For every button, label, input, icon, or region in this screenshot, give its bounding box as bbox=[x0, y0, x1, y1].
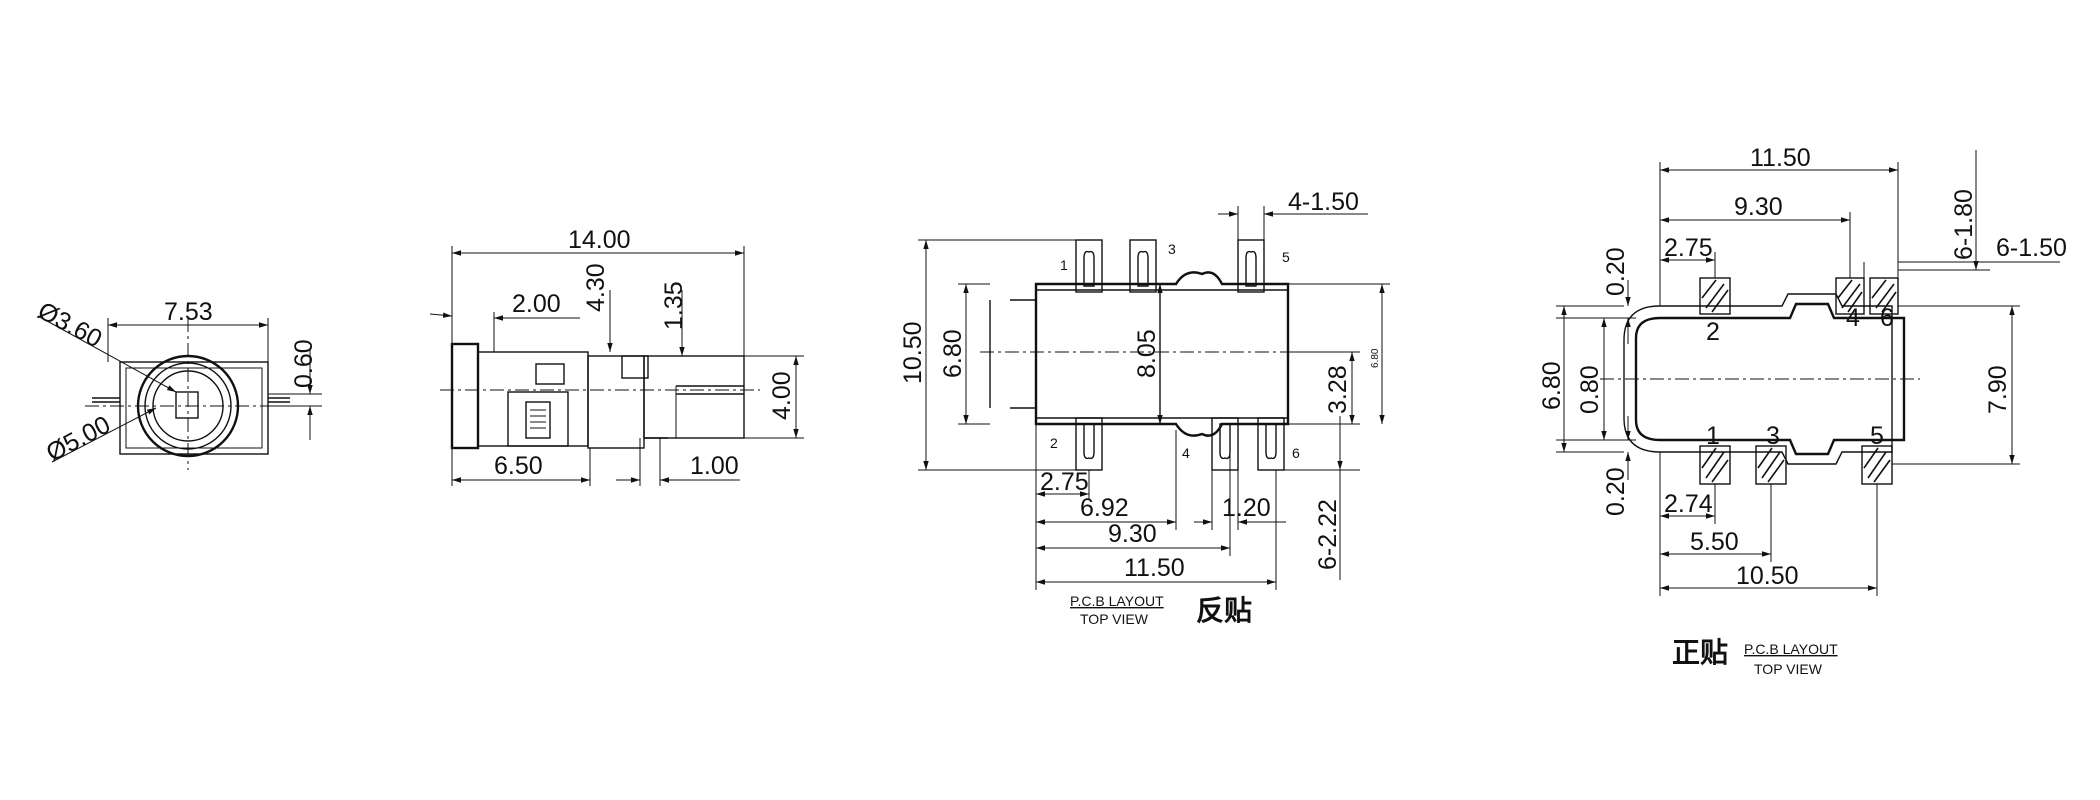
pcb-normal-pads bbox=[1699, 277, 1899, 485]
pin-5-label: 5 bbox=[1282, 249, 1290, 265]
dim-2-75: 2.75 bbox=[1664, 234, 1713, 262]
pad-6 bbox=[1257, 417, 1285, 471]
dim-5-50: 5.50 bbox=[1690, 528, 1739, 556]
pcb-normal-pin-numbers: 2 4 6 1 3 5 bbox=[1706, 304, 1894, 450]
dim-10-50: 10.50 bbox=[1736, 562, 1799, 590]
pin-2-label: 2 bbox=[1706, 318, 1720, 346]
pin-4-label: 4 bbox=[1182, 445, 1190, 461]
dim-3-28: 3.28 bbox=[1324, 365, 1352, 414]
pad-5 bbox=[1861, 445, 1893, 485]
dim-11-50: 11.50 bbox=[1750, 144, 1811, 172]
pin-3-label: 3 bbox=[1168, 241, 1176, 257]
dim-width: 7.53 bbox=[164, 298, 213, 326]
normal-mount-label: 正贴 bbox=[1672, 637, 1728, 668]
dim-offset: 0.60 bbox=[290, 339, 318, 388]
pad-2 bbox=[1699, 277, 1731, 315]
pcb-normal-outline bbox=[1600, 293, 1920, 465]
dim-dia-inner: Ø3.60 bbox=[33, 297, 106, 354]
side-view-outline bbox=[440, 342, 760, 450]
dim-length: 14.00 bbox=[568, 226, 631, 254]
side-view: 14.00 2.00 4.30 1.35 4.00 6.50 1.00 bbox=[429, 226, 804, 486]
caption-pcb-layout: P.C.B LAYOUT bbox=[1744, 641, 1838, 657]
front-view-outline bbox=[85, 318, 300, 470]
dim-6-80: 6.80 bbox=[1538, 361, 1566, 410]
pcb-normal-caption: 正贴 P.C.B LAYOUT TOP VIEW bbox=[1672, 637, 1838, 677]
pin-4-label: 4 bbox=[1846, 304, 1860, 332]
side-view-dimensions: 14.00 2.00 4.30 1.35 4.00 6.50 1.00 bbox=[429, 226, 804, 486]
pcb-reverse-view: 1 3 5 2 4 6 4-1.50 10.50 6.80 8.05 bbox=[899, 188, 1390, 627]
pcb-normal-view: 2 4 6 1 3 5 11.50 9.30 2.75 6-1.80 6-1.5… bbox=[1538, 144, 2067, 677]
dim-1-00: 1.00 bbox=[690, 452, 739, 480]
pin-1-label: 1 bbox=[1706, 422, 1720, 450]
pin-5-label: 5 bbox=[1870, 422, 1884, 450]
front-view-dimensions: 7.53 0.60 Ø3.60 Ø5.00 bbox=[33, 297, 322, 468]
dim-height: 4.00 bbox=[768, 371, 796, 420]
pcb-reverse-pin-numbers: 1 3 5 2 4 6 bbox=[1050, 241, 1300, 461]
pin-1-label: 1 bbox=[1060, 257, 1068, 273]
pad-3 bbox=[1129, 239, 1157, 293]
dim-6-92: 6.92 bbox=[1080, 494, 1129, 522]
caption-top-view: TOP VIEW bbox=[1080, 611, 1149, 627]
dim-6-50: 6.50 bbox=[494, 452, 543, 480]
pad-4 bbox=[1211, 417, 1239, 471]
dim-6-80: 6.80 bbox=[939, 329, 967, 378]
pin-6-label: 6 bbox=[1292, 445, 1300, 461]
pin-6-label: 6 bbox=[1880, 304, 1894, 332]
pin-3-label: 3 bbox=[1766, 422, 1780, 450]
pad-6 bbox=[1869, 277, 1899, 315]
pad-2 bbox=[1075, 417, 1103, 471]
dim-4-1-50: 4-1.50 bbox=[1288, 188, 1359, 216]
dim-7-90: 7.90 bbox=[1984, 365, 2012, 414]
dim-2-00: 2.00 bbox=[512, 290, 561, 318]
pcb-normal-dimensions: 11.50 9.30 2.75 6-1.80 6-1.50 0.20 6.80 … bbox=[1538, 144, 2067, 596]
dim-4-30: 4.30 bbox=[582, 263, 610, 312]
front-view: 7.53 0.60 Ø3.60 Ø5.00 bbox=[33, 297, 322, 470]
dim-6-1-80: 6-1.80 bbox=[1950, 189, 1978, 260]
dim-0-20-top: 0.20 bbox=[1602, 247, 1630, 296]
dim-2-74: 2.74 bbox=[1664, 490, 1713, 518]
dim-dia-outer: Ø5.00 bbox=[42, 411, 115, 468]
caption-top-view: TOP VIEW bbox=[1754, 661, 1823, 677]
dim-2-75: 2.75 bbox=[1040, 468, 1089, 496]
pcb-reverse-caption: P.C.B LAYOUT TOP VIEW 反贴 bbox=[1070, 593, 1252, 627]
dim-9-30: 9.30 bbox=[1734, 193, 1783, 221]
pcb-reverse-pads bbox=[1075, 239, 1285, 471]
dim-11-50: 11.50 bbox=[1124, 554, 1185, 582]
dim-0-80: 0.80 bbox=[1576, 365, 1604, 414]
pad-1 bbox=[1699, 445, 1731, 485]
pin-2-label: 2 bbox=[1050, 435, 1058, 451]
dim-9-30: 9.30 bbox=[1108, 520, 1157, 548]
dim-6-80-small: 6.80 bbox=[1370, 348, 1381, 368]
dim-6-2-22: 6-2.22 bbox=[1314, 499, 1342, 570]
reverse-mount-label: 反贴 bbox=[1196, 595, 1252, 626]
caption-pcb-layout: P.C.B LAYOUT bbox=[1070, 593, 1164, 609]
dim-6-1-50: 6-1.50 bbox=[1996, 234, 2067, 262]
pcb-reverse-dimensions: 4-1.50 10.50 6.80 8.05 3.28 6.80 2.75 6 bbox=[899, 188, 1390, 590]
dim-10-50: 10.50 bbox=[899, 321, 927, 384]
pad-1 bbox=[1075, 239, 1103, 293]
dim-1-35: 1.35 bbox=[660, 281, 688, 330]
pad-5 bbox=[1237, 239, 1265, 293]
dim-8-05: 8.05 bbox=[1133, 329, 1161, 378]
dim-0-20-bot: 0.20 bbox=[1602, 467, 1630, 516]
dim-1-20: 1.20 bbox=[1222, 494, 1271, 522]
